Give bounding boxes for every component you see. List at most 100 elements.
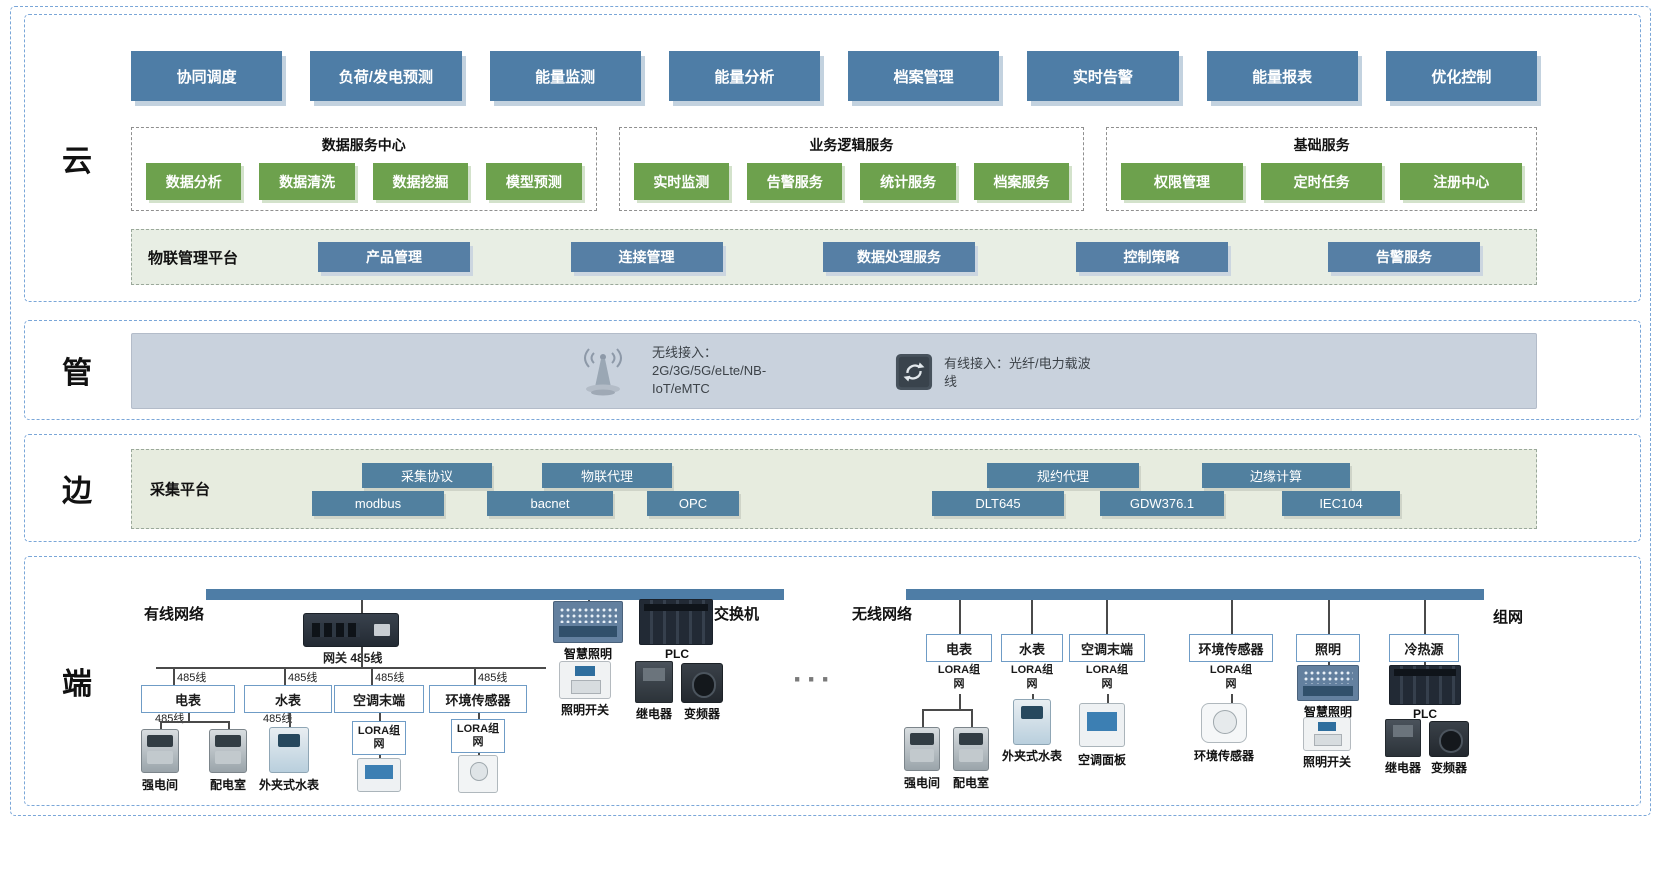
cloud-app-row: 协同调度 负荷/发电预测 能量监测 能量分析 档案管理 实时告警 能量报表 优化… — [131, 51, 1537, 101]
protocol-block: modbus — [312, 491, 444, 516]
lora-network-text: LORA组 网 — [1209, 664, 1253, 690]
app-block: 能量监测 — [489, 51, 641, 101]
protocol-block: 规约代理 — [987, 463, 1139, 488]
networking-label: 组网 — [1493, 609, 1524, 626]
connector-line — [361, 647, 363, 667]
connector-line — [173, 667, 175, 685]
branch-box: 照明 — [1296, 634, 1360, 662]
lora-network-text: LORA组 网 — [1085, 664, 1129, 690]
vfd-label: 变频器 — [1430, 761, 1468, 775]
lora-network-text: LORA组 网 — [937, 664, 981, 690]
connector-line — [478, 753, 480, 755]
app-block: 能量分析 — [668, 51, 820, 101]
light-switch-image — [559, 661, 611, 699]
vfd-image — [681, 663, 723, 703]
light-switch-label: 照明开关 — [560, 703, 610, 717]
connector-line — [1106, 600, 1108, 634]
clamp-meter-label: 外夹式水表 — [258, 778, 320, 792]
app-block: 协同调度 — [131, 51, 283, 101]
app-block: 优化控制 — [1385, 51, 1537, 101]
branch-box: 环境传感器 — [1189, 634, 1273, 662]
wireless-network-bus — [906, 589, 1484, 600]
service-block: 数据分析 — [146, 163, 242, 200]
connector-line — [1424, 662, 1426, 665]
env-sensor-image — [458, 755, 498, 793]
connector-line — [379, 713, 381, 721]
service-block: 数据挖掘 — [372, 163, 469, 200]
app-block: 能量报表 — [1206, 51, 1358, 101]
ac-panel-label: 空调面板 — [1077, 753, 1127, 767]
plc-image — [639, 599, 713, 645]
smart-light-label: 智慧照明 — [1303, 705, 1353, 719]
connector-line — [922, 709, 971, 711]
dist-room-label: 配电室 — [209, 778, 247, 792]
app-block: 实时告警 — [1027, 51, 1179, 101]
iot-platform-bar: 物联管理平台 产品管理 连接管理 数据处理服务 控制策略 告警服务 — [131, 229, 1537, 285]
wireless-antenna-icon — [584, 348, 622, 396]
device-layer-label: 端 — [62, 668, 92, 701]
platform-block: 产品管理 — [318, 242, 470, 272]
branch-box: 环境传感器 — [429, 685, 527, 713]
env-sensor-label: 环境传感器 — [1193, 749, 1255, 763]
connector-line — [379, 755, 381, 758]
service-block: 模型预测 — [486, 163, 582, 200]
switch-label: 交换机 — [714, 606, 760, 623]
lora-network-box: LORA组 网 — [352, 721, 406, 755]
platform-block: 告警服务 — [1328, 242, 1480, 272]
power-meter-image — [953, 727, 989, 771]
group-items: 实时监测 告警服务 统计服务 档案服务 — [633, 163, 1070, 200]
protocol-block: 边缘计算 — [1202, 463, 1350, 488]
power-meter-image — [141, 729, 179, 773]
connector-line — [188, 713, 190, 721]
service-block: 定时任务 — [1260, 163, 1383, 200]
wired-access-text: 有线接入：光纤/电力载波线 — [944, 356, 1091, 390]
protocol-block: 采集协议 — [362, 463, 492, 488]
service-block: 告警服务 — [747, 163, 843, 200]
power-meter-image — [904, 727, 940, 771]
branch-box: 冷热源 — [1389, 634, 1459, 662]
group-items: 权限管理 定时任务 注册中心 — [1121, 163, 1522, 200]
plc-image — [1389, 665, 1461, 705]
branch-box: 空调末端 — [334, 685, 424, 713]
connector-line — [1031, 600, 1033, 634]
service-block: 注册中心 — [1400, 163, 1522, 200]
wireless-access-title: 无线接入： — [652, 345, 718, 360]
protocol-block: OPC — [647, 491, 739, 516]
connector-line — [922, 709, 924, 727]
strong-room-label: 强电间 — [903, 776, 941, 790]
branch-box: 电表 — [141, 685, 235, 713]
dist-room-label: 配电室 — [952, 776, 990, 790]
power-meter-image — [209, 729, 247, 773]
wireless-network-title: 无线网络 — [852, 606, 913, 623]
connector-line — [284, 667, 286, 685]
group-items: 数据分析 数据清洗 数据挖掘 模型预测 — [146, 163, 582, 200]
connector-line — [971, 709, 973, 727]
line-485-label: 485线 — [478, 672, 508, 684]
wired-access-icon — [895, 353, 933, 391]
wired-network-bus — [206, 589, 784, 600]
collection-platform-bar: 采集平台 采集协议 物联代理 规约代理 边缘计算 modbus bacnet O… — [131, 449, 1537, 529]
vfd-label: 变频器 — [683, 707, 721, 721]
group-title: 基础服务 — [1293, 137, 1350, 153]
connector-line — [361, 600, 363, 613]
relay-label: 继电器 — [635, 707, 673, 721]
bus-line-485 — [156, 667, 546, 669]
smoke-sensor-image — [1201, 703, 1247, 743]
branch-box: 水表 — [1001, 634, 1063, 662]
line-485-label: 485线 — [375, 672, 405, 684]
basic-service-group: 基础服务 权限管理 定时任务 注册中心 — [1106, 127, 1537, 211]
connector-line — [1328, 662, 1330, 665]
cloud-layer-label: 云 — [62, 145, 92, 178]
platform-block: 数据处理服务 — [823, 242, 975, 272]
cloud-layer: 云 协同调度 负荷/发电预测 能量监测 能量分析 档案管理 实时告警 能量报表 … — [24, 14, 1641, 302]
network-layer-label: 管 — [62, 357, 92, 390]
branch-box: 电表 — [926, 634, 992, 662]
connector-line — [1107, 694, 1109, 703]
wireless-access-detail: 2G/3G/5G/eLte/NB-IoT/eMTC — [652, 363, 767, 397]
edge-layer-label: 边 — [62, 475, 92, 508]
ac-panel-image — [1079, 703, 1125, 747]
connector-line — [959, 600, 961, 634]
branch-box: 空调末端 — [1069, 634, 1145, 662]
service-block: 权限管理 — [1121, 163, 1243, 200]
service-block: 统计服务 — [860, 163, 956, 200]
